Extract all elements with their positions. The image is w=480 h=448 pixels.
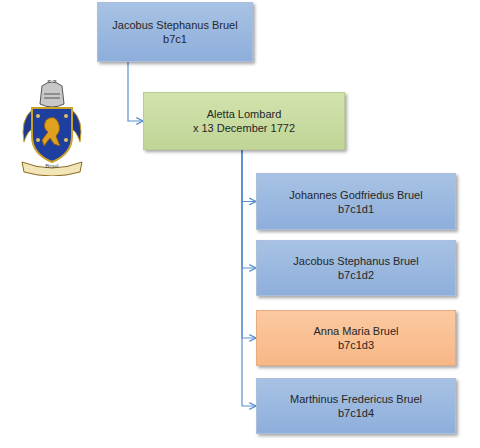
person-name: Marthinus Fredericus Bruel (290, 392, 422, 406)
family-connector (242, 150, 256, 338)
family-connector (242, 150, 256, 202)
person-code: b7c1 (163, 32, 187, 46)
motto-ribbon-text: Bruel (24, 163, 80, 170)
person-name: Anna Maria Bruel (314, 324, 399, 338)
child-box: Anna Maria Bruelb7c1d3 (256, 310, 456, 366)
child-box: Johannes Godfriedus Bruelb7c1d1 (256, 173, 456, 230)
spouse-box: Aletta Lombardx 13 December 1772 (143, 92, 345, 150)
person-name: Jacobus Stephanus Bruel (112, 18, 237, 32)
person-name: Johannes Godfriedus Bruel (289, 188, 422, 202)
person-name: Jacobus Stephanus Bruel (293, 254, 418, 268)
person-code: b7c1d1 (338, 202, 374, 216)
person-code: b7c1d3 (338, 338, 374, 352)
family-connector (128, 62, 143, 121)
child-box: Marthinus Fredericus Bruelb7c1d4 (256, 378, 456, 434)
family-connector (242, 150, 256, 406)
child-box: Jacobus Stephanus Bruelb7c1d2 (256, 240, 456, 296)
coat-of-arms (18, 80, 86, 176)
person-code: x 13 December 1772 (193, 121, 295, 135)
person-name: Aletta Lombard (207, 107, 282, 121)
person-box: Jacobus Stephanus Bruelb7c1 (97, 2, 253, 62)
family-connector (242, 150, 256, 268)
person-code: b7c1d2 (338, 268, 374, 282)
person-code: b7c1d4 (338, 406, 374, 420)
